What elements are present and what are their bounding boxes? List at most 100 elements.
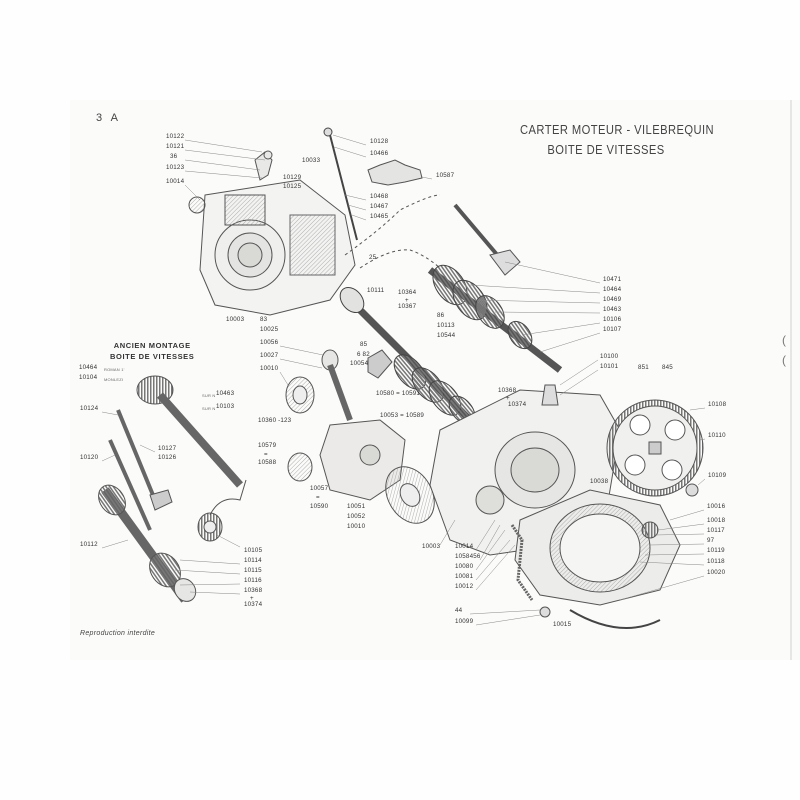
crankshaft-icon — [319, 419, 435, 524]
part-number-label: 10588 — [258, 459, 277, 466]
part-number-label: 10580 = 10591 — [376, 390, 421, 397]
part-number-label: 85 — [360, 341, 368, 348]
page-edge — [790, 100, 792, 660]
part-number-label: 10587 — [436, 172, 455, 179]
part-number-label: 10124 — [80, 405, 99, 412]
title-line-1: CARTER MOTEUR - VILEBREQUIN — [520, 122, 715, 137]
margin-mark: ( — [782, 333, 786, 347]
part-number-label: 36 — [170, 153, 178, 160]
part-number-label: 10463 — [216, 390, 235, 397]
inset-tag: SUR N — [202, 406, 216, 411]
part-number-label: + — [506, 395, 510, 402]
part-number-label: 10110 — [708, 432, 726, 439]
part-number-label: 10114 — [244, 557, 262, 564]
part-number-label: 10464 — [79, 364, 98, 371]
part-number-label: 10106 — [603, 316, 622, 323]
part-number-label: 44 — [455, 607, 463, 614]
part-number-label: 10364 — [398, 289, 417, 296]
part-number-label: 10012 — [455, 583, 474, 590]
part-number-label: 10020 — [707, 569, 726, 576]
part-number-label: 10590 — [310, 503, 329, 510]
part-number-label: 10081 — [455, 573, 474, 580]
part-number-label: 10054 — [350, 360, 369, 367]
part-number-label: 851 — [638, 364, 649, 371]
part-number-label: 10544 — [437, 332, 456, 339]
part-number-label: 10018 — [707, 517, 726, 524]
part-number-label: 10122 — [166, 133, 185, 140]
part-number-label: 10118 — [707, 558, 725, 565]
part-number-label: 10033 — [302, 157, 321, 164]
part-number-label: 10360 -123 — [258, 417, 292, 424]
part-number-label: 10128 — [370, 138, 389, 145]
part-number-label: 10010 — [347, 523, 366, 530]
part-number-label: 86 — [437, 312, 445, 319]
part-number-label: 10103 — [216, 403, 235, 410]
part-number-label: 10099 — [455, 618, 474, 625]
inset-title: ANCIEN MONTAGE BOITE DE VITESSES — [110, 340, 194, 362]
inset-tag: MONLEZI — [104, 377, 124, 382]
part-number-label: 10111 — [367, 287, 385, 294]
part-number-label: 10014 — [455, 543, 474, 550]
part-number-label: 10105 — [244, 547, 263, 554]
drive-gear-icon — [606, 399, 704, 497]
part-number-label: 10101 — [600, 363, 619, 370]
part-number-label: 10579 — [258, 442, 277, 449]
part-number-label: + — [405, 297, 409, 304]
part-number-label: 10025 — [260, 326, 279, 333]
gear-shaft-upper-icon — [427, 264, 563, 373]
part-number-label: 10057 — [310, 485, 329, 492]
inset-tag: ROMAN 1' — [104, 367, 125, 372]
connecting-rod-icon — [285, 349, 353, 482]
inset-title-line-2: BOITE DE VITESSES — [110, 352, 195, 361]
part-number-label: 6 82 — [357, 351, 370, 358]
gear-shaft-middle-icon — [339, 286, 476, 425]
part-number-label: 10374 — [244, 601, 263, 608]
part-number-label: 10100 — [600, 353, 619, 360]
part-number-label: 10115 — [244, 567, 262, 574]
part-number-label: 10374 — [508, 401, 527, 408]
part-number-label: 10469 — [603, 296, 622, 303]
part-number-label: 10129 — [283, 174, 302, 181]
part-number-label: 10465 — [370, 213, 389, 220]
part-number-label: 10464 — [603, 286, 622, 293]
part-number-label: 10003 — [422, 543, 441, 550]
part-number-label: 10466 — [370, 150, 389, 157]
lever-icon — [254, 150, 273, 181]
part-number-label: 10112 — [80, 541, 98, 548]
part-number-label: 10120 — [80, 454, 99, 461]
part-number-label: 10116 — [244, 577, 262, 584]
part-number-label: 10052 — [347, 513, 366, 520]
part-number-label: 10127 — [158, 445, 177, 452]
part-number-label: 10117 — [707, 527, 725, 534]
part-number-label: 10368 — [244, 587, 263, 594]
part-number-label: 10119 — [707, 547, 725, 554]
margin-mark: ( — [782, 353, 786, 367]
part-number-label: + — [250, 595, 254, 602]
part-number-label: = — [264, 451, 268, 458]
part-number-label: 10014 — [166, 178, 185, 185]
part-number-label: 83 — [260, 316, 268, 323]
part-number-label: 10468 — [370, 193, 389, 200]
part-number-label: 10109 — [708, 472, 727, 479]
page-title: CARTER MOTEUR - VILEBREQUIN BOITE DE VIT… — [520, 120, 715, 160]
part-number-label: 25 — [369, 254, 377, 261]
part-number-label: 10010 — [260, 365, 279, 372]
old-gearbox-inset-icon — [98, 375, 247, 603]
part-number-label: 10108 — [708, 401, 727, 408]
part-number-label: 10027 — [260, 352, 279, 359]
part-number-label: 1058456 — [455, 553, 481, 560]
part-number-label: 10056 — [260, 339, 279, 346]
part-number-label: 10113 — [437, 322, 455, 329]
page-number: 3 A — [96, 112, 121, 124]
part-number-label: 10107 — [603, 326, 622, 333]
part-number-label: 10368 — [498, 387, 517, 394]
part-number-label: 10080 — [455, 563, 474, 570]
inset-tag: SUR N — [202, 393, 216, 398]
inset-title-line-1: ANCIEN MONTAGE — [113, 341, 191, 350]
crankcase-left-icon — [199, 179, 356, 316]
part-number-label: 10123 — [166, 164, 185, 171]
part-number-label: 10125 — [283, 183, 302, 190]
part-number-label: 10104 — [79, 374, 98, 381]
part-number-label: 10038 — [590, 478, 609, 485]
part-number-label: 10016 — [707, 503, 726, 510]
